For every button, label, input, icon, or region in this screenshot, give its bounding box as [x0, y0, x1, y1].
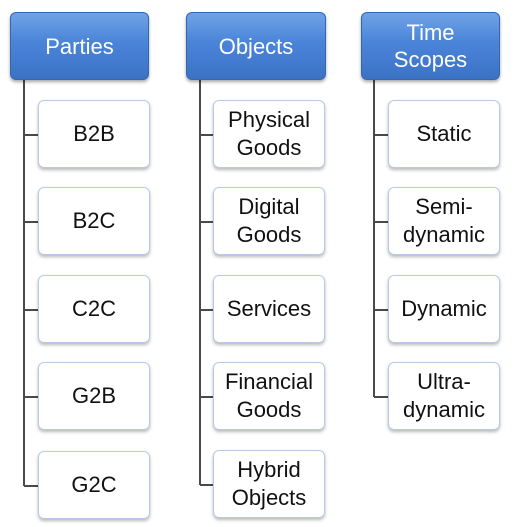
node-digital-goods-label: Digital Goods: [236, 194, 302, 247]
node-semi-dynamic: Semi- dynamic: [388, 187, 500, 255]
node-g2b-label: G2B: [71, 383, 117, 408]
header-objects: Objects: [186, 12, 326, 80]
node-semi-dynamic-label: Semi- dynamic: [403, 194, 485, 247]
node-static: Static: [388, 100, 500, 168]
header-time-scopes: Time Scopes: [361, 12, 500, 80]
node-dynamic: Dynamic: [388, 275, 500, 343]
node-ultra-dynamic: Ultra- dynamic: [388, 362, 500, 430]
node-physical-goods-label: Physical Goods: [228, 107, 310, 160]
node-hybrid-objects-label: Hybrid Objects: [231, 457, 307, 510]
header-parties-label: Parties: [45, 33, 114, 59]
node-financial-goods-label: Financial Goods: [224, 369, 314, 422]
node-ultra-dynamic-label: Ultra- dynamic: [403, 369, 485, 422]
node-services: Services: [213, 275, 325, 343]
header-objects-label: Objects: [218, 33, 294, 59]
node-g2b: G2B: [38, 362, 150, 430]
node-g2c-label: G2C: [71, 472, 117, 497]
node-digital-goods: Digital Goods: [213, 187, 325, 255]
node-c2c: C2C: [38, 275, 150, 343]
header-time-scopes-label: Time Scopes: [393, 20, 468, 72]
node-c2c-label: C2C: [71, 296, 116, 321]
node-hybrid-objects: Hybrid Objects: [213, 450, 325, 518]
header-parties: Parties: [10, 12, 149, 80]
node-static-label: Static: [416, 121, 472, 146]
node-physical-goods: Physical Goods: [213, 100, 325, 168]
node-g2c: G2C: [38, 451, 150, 519]
node-b2b: B2B: [38, 100, 150, 168]
node-b2c-label: B2C: [72, 208, 116, 233]
node-services-label: Services: [226, 296, 312, 321]
node-dynamic-label: Dynamic: [401, 296, 487, 321]
node-financial-goods: Financial Goods: [213, 362, 325, 430]
node-b2c: B2C: [38, 187, 150, 255]
node-b2b-label: B2B: [73, 121, 115, 146]
